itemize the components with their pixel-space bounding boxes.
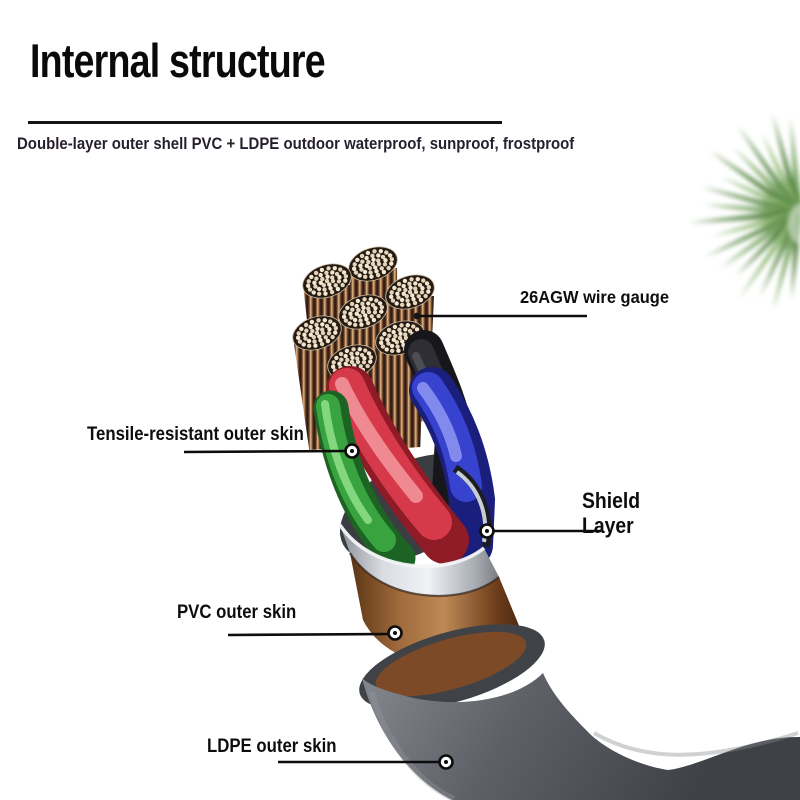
bundle-cross-section	[385, 274, 435, 310]
palm-blade	[705, 208, 800, 257]
palm-blade	[689, 208, 800, 223]
palm-blade	[712, 208, 800, 237]
leader-pvc	[227, 632, 390, 637]
palm-blade	[736, 209, 800, 276]
callout-shield-layer: Shield Layer	[582, 488, 641, 538]
subtitle: Double-layer outer shell PVC + LDPE outd…	[17, 134, 575, 153]
bundle-cross-section	[292, 315, 342, 351]
palm-blade	[738, 126, 800, 216]
page-title: Internal structure	[30, 34, 326, 87]
callout-pvc: PVC outer skin	[177, 601, 297, 623]
callout-leader-lines	[183, 312, 601, 770]
ldpe-layer	[359, 624, 800, 800]
leader-tensile	[183, 449, 347, 454]
palm-blade	[772, 114, 800, 215]
insulated-wires	[313, 330, 496, 576]
copper-wire-bundles	[292, 246, 435, 450]
palm-blade	[790, 118, 800, 214]
callout-ldpe: LDPE outer skin	[207, 735, 337, 757]
marker-wire-gauge	[413, 312, 421, 320]
callout-tensile: Tensile-resistant outer skin	[87, 423, 304, 445]
palm-blade	[739, 210, 800, 299]
palm-blade	[720, 209, 800, 269]
palm-leaf	[689, 114, 800, 310]
bundle-cross-section	[302, 263, 352, 299]
red-wire	[326, 366, 469, 564]
bundle-cross-section	[338, 294, 388, 330]
callout-wire-gauge: 26AGW wire gauge	[519, 287, 669, 307]
palm-leaf-center-highlight	[788, 204, 800, 244]
green-wire	[313, 390, 416, 576]
title-divider	[28, 121, 502, 124]
